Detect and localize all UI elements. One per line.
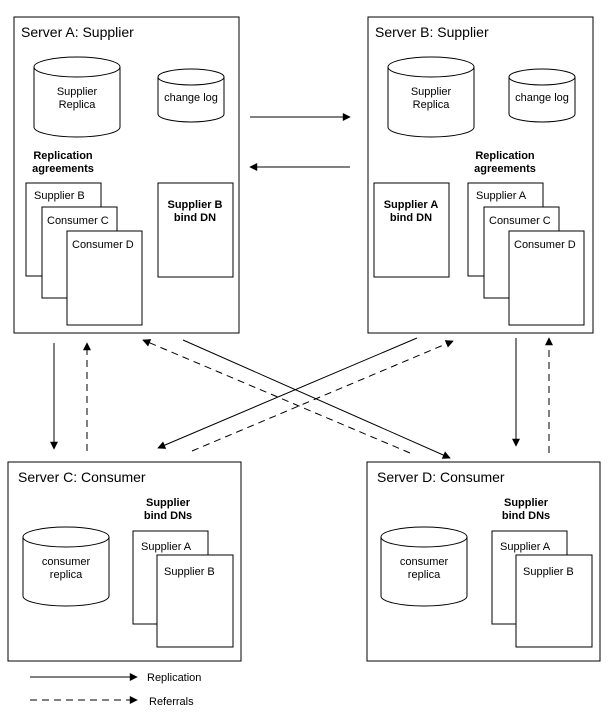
server-b: Server B: Supplier Supplier Replica chan… — [367, 16, 594, 334]
server-a-bind-dn-line2: bind DN — [174, 212, 216, 224]
server-b-agreements-heading-line2: agreements — [474, 163, 536, 175]
server-b-changelog-cylinder: change log — [508, 68, 576, 123]
server-a-changelog-label: change log — [164, 92, 218, 104]
server-d-replica-label-line1: consumer — [400, 556, 449, 568]
server-b-changelog-label: change log — [515, 92, 569, 104]
server-a-agreements-heading-line1: Replication — [33, 150, 93, 162]
server-a: Server A: Supplier Supplier Replica chan… — [13, 16, 240, 334]
server-a-agreements-heading-line2: agreements — [32, 163, 94, 175]
server-a-agreement-1: Supplier B — [34, 190, 85, 202]
server-a-agreement-3: Consumer D — [72, 239, 134, 251]
server-b-replica-label-line2: Replica — [413, 99, 451, 111]
server-b-replica-label-line1: Supplier — [411, 86, 452, 98]
server-c: Server C: Consumer Supplier bind DNs con… — [7, 461, 242, 662]
server-c-bind-dns-heading-line1: Supplier — [146, 497, 191, 509]
server-b-agreement-2: Consumer C — [489, 215, 551, 227]
server-b-agreement-3: Consumer D — [514, 239, 576, 251]
server-d-title: Server D: Consumer — [377, 469, 505, 485]
replication-b-to-c — [157, 337, 418, 449]
server-c-bind-dn-docs: Supplier A Supplier B — [132, 530, 234, 648]
server-a-bind-dn-line1: Supplier B — [167, 199, 222, 211]
server-a-changelog-cylinder: change log — [157, 68, 225, 123]
connectors — [50, 113, 553, 459]
legend-referrals-label: Referrals — [149, 696, 194, 708]
server-a-agreement-2: Consumer C — [47, 215, 109, 227]
server-d-bind-dns-heading-line2: bind DNs — [502, 510, 550, 522]
server-a-replica-label-line1: Supplier — [57, 86, 98, 98]
legend: Replication Referrals — [30, 672, 201, 708]
referral-d-to-a — [142, 339, 411, 454]
server-b-agreement-1: Supplier A — [476, 190, 527, 202]
server-d-bind-dn-2: Supplier B — [523, 566, 574, 578]
legend-replication-label: Replication — [147, 672, 201, 684]
server-b-bind-dn-doc: Supplier A bind DN — [373, 182, 450, 278]
server-b-replica-cylinder: Supplier Replica — [387, 56, 475, 138]
server-c-bind-dns-heading-line2: bind DNs — [144, 510, 192, 522]
server-c-bind-dn-2: Supplier B — [164, 566, 215, 578]
server-c-replica-cylinder: consumer replica — [22, 526, 110, 607]
server-d-replica-cylinder: consumer replica — [380, 526, 468, 607]
server-d-bind-dn-docs: Supplier A Supplier B — [491, 530, 593, 648]
server-d: Server D: Consumer Supplier bind DNs con… — [366, 461, 601, 662]
server-b-bind-dn-line1: Supplier A — [384, 199, 439, 211]
server-a-replica-cylinder: Supplier Replica — [33, 56, 121, 138]
server-b-agreement-docs: Supplier A Consumer C Consumer D — [467, 182, 585, 326]
server-c-bind-dn-1: Supplier A — [141, 541, 192, 553]
server-b-title: Server B: Supplier — [375, 24, 489, 40]
referral-c-to-b — [191, 340, 454, 452]
server-c-replica-label-line1: consumer — [42, 556, 91, 568]
server-b-agreements-heading-line1: Replication — [475, 150, 535, 162]
server-a-title: Server A: Supplier — [21, 24, 134, 40]
server-d-bind-dn-1: Supplier A — [500, 541, 551, 553]
server-b-bind-dn-line2: bind DN — [390, 212, 432, 224]
server-c-replica-label-line2: replica — [50, 569, 83, 581]
server-d-replica-label-line2: replica — [408, 569, 441, 581]
server-a-replica-label-line2: Replica — [59, 99, 97, 111]
server-a-agreement-docs: Supplier B Consumer C Consumer D — [25, 182, 143, 326]
server-a-bind-dn-doc: Supplier B bind DN — [157, 182, 234, 278]
server-c-title: Server C: Consumer — [18, 469, 146, 485]
server-d-bind-dns-heading-line1: Supplier — [504, 497, 549, 509]
